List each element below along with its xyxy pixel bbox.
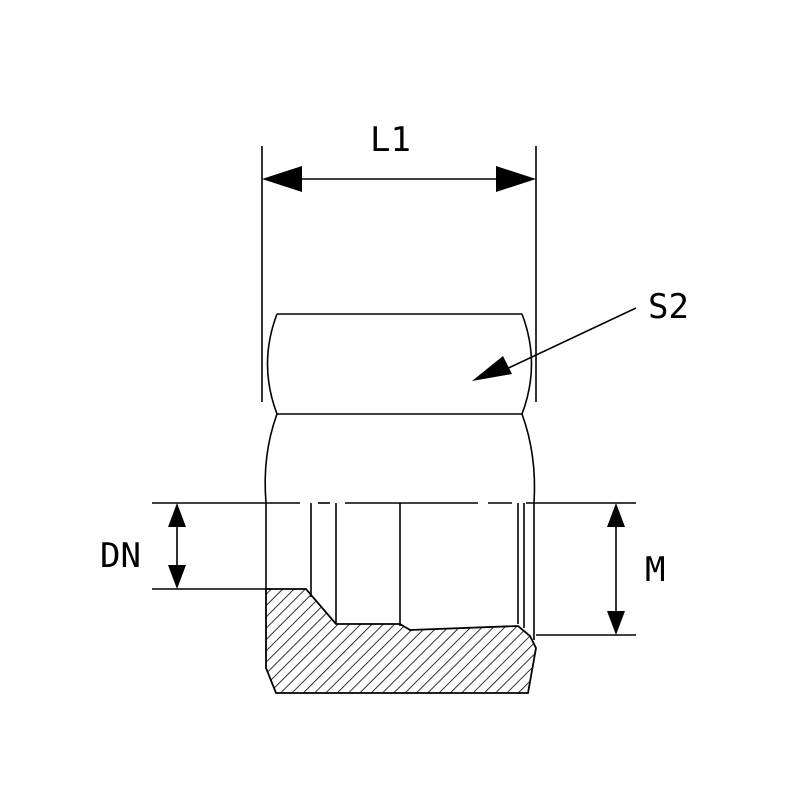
dn-label: DN <box>100 536 141 576</box>
l1-arrow-right <box>496 166 536 192</box>
s2-arrow-head <box>472 356 512 381</box>
dn-arrow-top <box>168 503 186 527</box>
l1-label: L1 <box>370 120 411 160</box>
m-label: M <box>645 550 665 590</box>
s2-leader-line <box>499 307 637 373</box>
s2-label: S2 <box>648 287 689 327</box>
dn-arrow-bottom <box>168 565 186 589</box>
hex-body <box>264 313 536 640</box>
m-arrow-top <box>607 503 625 527</box>
l1-arrow-left <box>262 166 302 192</box>
bore-lines <box>310 503 525 628</box>
m-arrow-bottom <box>607 611 625 635</box>
hatched-section <box>265 588 537 694</box>
